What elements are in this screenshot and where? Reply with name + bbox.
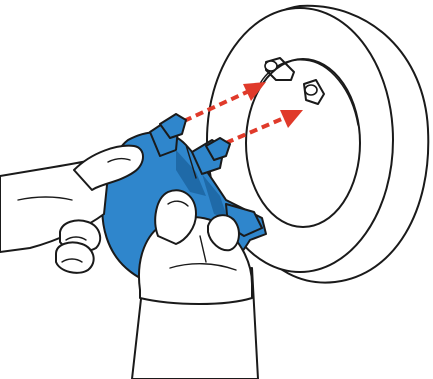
installation-illustration (0, 0, 433, 379)
